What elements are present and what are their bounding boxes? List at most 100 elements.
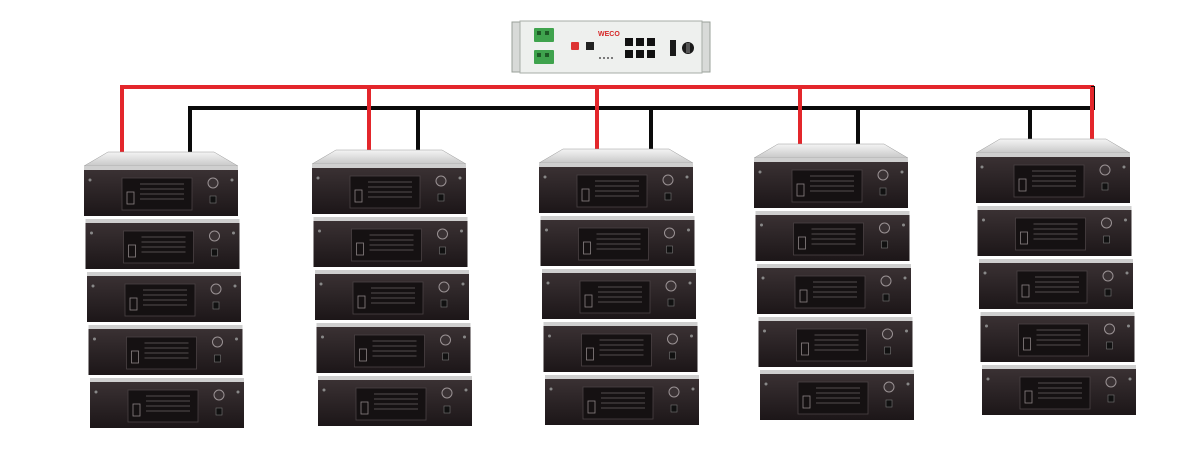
battery-module (758, 317, 913, 367)
module-port-icon (439, 246, 446, 255)
screw-icon (685, 175, 689, 179)
warning-symbol-icon (587, 400, 596, 414)
module-power-button-icon (441, 387, 453, 399)
breaker-icon (625, 38, 655, 58)
module-port-icon (667, 298, 675, 307)
module-power-button-icon (213, 389, 225, 401)
module-power-button-icon (438, 281, 450, 293)
screw-icon (91, 284, 95, 288)
battery-module (540, 216, 695, 266)
power-switch-icon (571, 42, 579, 50)
module-port-icon (670, 404, 678, 413)
module-power-button-icon (882, 328, 893, 340)
module-port-icon (879, 187, 887, 196)
screw-icon (982, 218, 985, 222)
module-power-button-icon (1105, 376, 1117, 388)
battery-module (312, 164, 466, 214)
module-port-icon (1101, 182, 1109, 191)
module-port-icon (881, 240, 888, 249)
screw-icon (761, 276, 765, 280)
module-power-button-icon (879, 222, 890, 234)
module-top-edge (312, 164, 466, 168)
battery-module (88, 325, 243, 375)
module-top-edge (87, 272, 241, 276)
module-port-icon (443, 405, 451, 414)
module-top-edge (539, 163, 693, 167)
tower-top-cover (83, 151, 239, 167)
module-power-button-icon (667, 333, 678, 345)
module-top-edge (543, 322, 698, 326)
bms-controller: WECO (511, 20, 711, 74)
screw-icon (1125, 271, 1129, 275)
screw-icon (980, 165, 984, 169)
battery-tower (83, 151, 244, 428)
module-top-edge (88, 325, 243, 329)
module-top-edge (760, 370, 914, 374)
screw-icon (90, 231, 93, 235)
screw-icon (549, 387, 553, 391)
warning-symbol-icon (356, 242, 364, 256)
module-power-button-icon (209, 230, 220, 242)
module-power-button-icon (207, 177, 219, 189)
battery-module (754, 158, 908, 208)
screw-icon (322, 388, 326, 392)
battery-module (545, 375, 699, 425)
module-power-button-icon (1104, 323, 1115, 335)
screw-icon (230, 178, 234, 182)
module-top-edge (754, 158, 908, 162)
rj45-port-icon (586, 42, 594, 50)
module-port-icon (214, 354, 221, 363)
screw-icon (545, 228, 548, 232)
module-port-icon (211, 248, 218, 257)
screw-icon (461, 282, 465, 286)
screw-icon (319, 282, 323, 286)
screw-icon (760, 223, 763, 227)
screw-icon (691, 387, 695, 391)
warning-symbol-icon (126, 191, 135, 205)
module-power-button-icon (435, 175, 447, 187)
warning-symbol-icon (132, 403, 141, 417)
module-top-edge (755, 211, 910, 215)
battery-module (84, 166, 238, 216)
screw-icon (986, 377, 990, 381)
screw-icon (764, 382, 768, 386)
screw-icon (233, 284, 237, 288)
module-power-button-icon (437, 228, 448, 240)
battery-module (755, 211, 910, 261)
tower-top-cover (975, 138, 1131, 154)
module-top-edge (84, 166, 238, 170)
warning-symbol-icon (581, 188, 590, 202)
screw-icon (758, 170, 762, 174)
screw-icon (235, 337, 238, 341)
screw-icon (690, 334, 693, 338)
module-top-edge (316, 323, 471, 327)
module-port-icon (1104, 288, 1112, 297)
screw-icon (236, 390, 240, 394)
negative-bus-line (188, 86, 1095, 150)
main-switch (670, 40, 676, 56)
module-power-button-icon (883, 381, 895, 393)
module-top-edge (542, 269, 696, 273)
module-power-button-icon (880, 275, 892, 287)
screw-icon (321, 335, 324, 339)
module-top-edge (979, 259, 1133, 263)
screw-icon (318, 229, 321, 233)
module-port-icon (442, 352, 449, 361)
screw-icon (546, 281, 550, 285)
screw-icon (1124, 218, 1127, 222)
warning-symbol-icon (799, 289, 808, 303)
module-top-edge (977, 206, 1132, 210)
module-power-button-icon (440, 334, 451, 346)
module-port-icon (215, 407, 223, 416)
module-top-edge (315, 270, 469, 274)
battery-module (313, 217, 468, 267)
terminal-block-icon (534, 28, 554, 64)
battery-tower (975, 138, 1136, 415)
warning-symbol-icon (1023, 337, 1031, 351)
screw-icon (902, 223, 905, 227)
battery-module (976, 153, 1130, 203)
module-port-icon (664, 192, 672, 201)
module-port-icon (440, 299, 448, 308)
battery-module (979, 259, 1133, 309)
module-port-icon (1107, 394, 1115, 403)
